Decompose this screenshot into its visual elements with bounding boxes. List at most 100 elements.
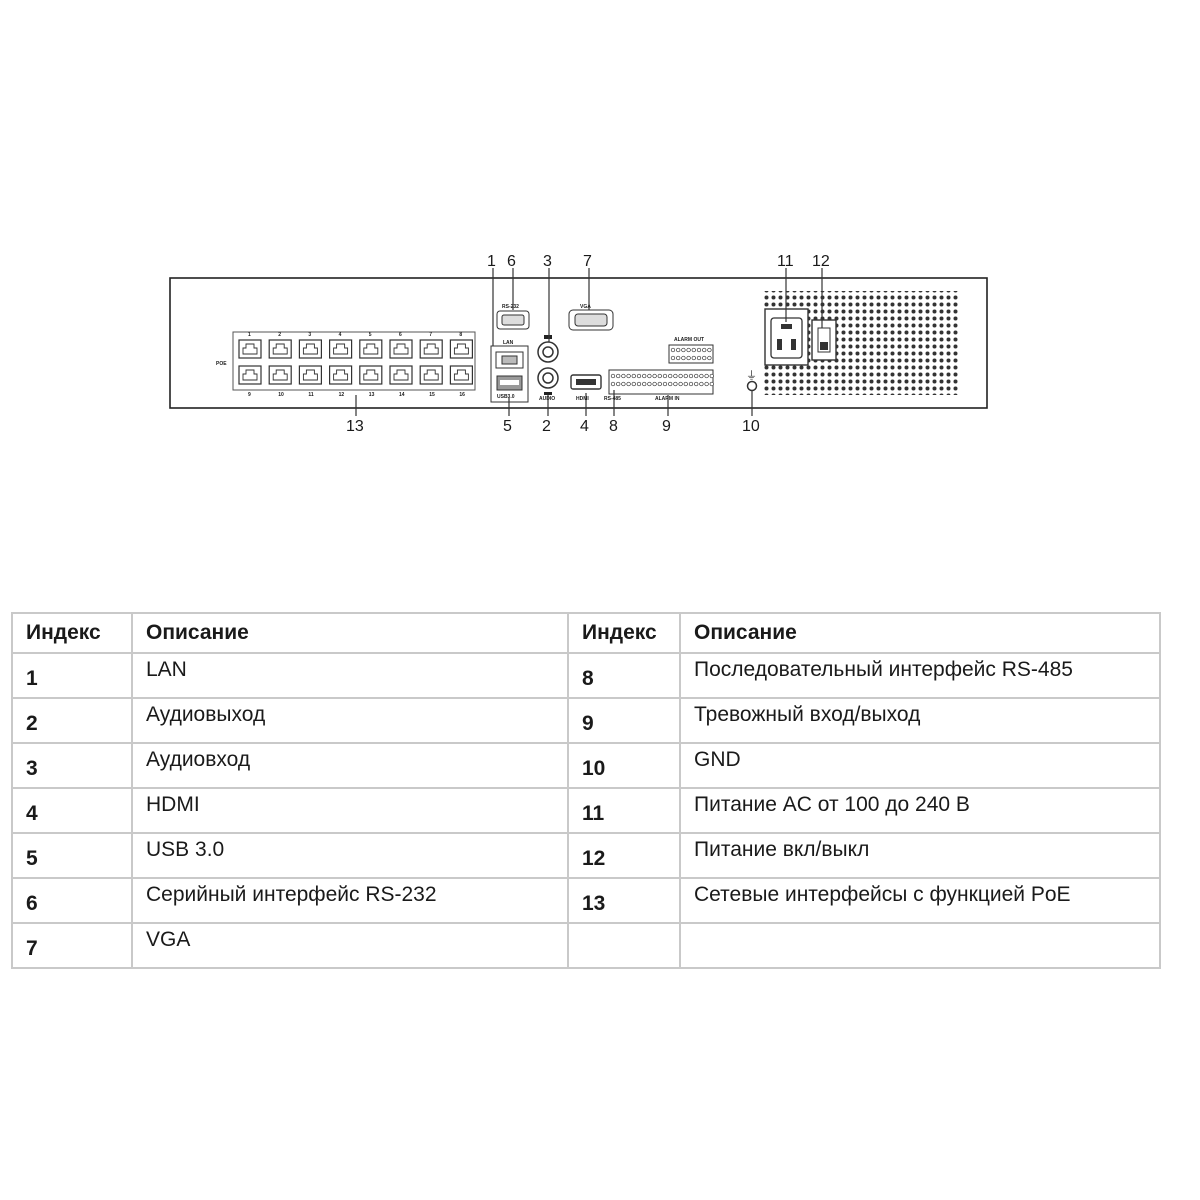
- terminal-pin: [610, 381, 616, 387]
- poe-port[interactable]: [329, 339, 353, 359]
- terminal-pin: [647, 373, 652, 379]
- poe-port-number: 10: [278, 392, 284, 398]
- row-index: 9: [567, 697, 681, 744]
- row-index: 5: [11, 832, 133, 879]
- usb-port[interactable]: USB3.0: [496, 375, 523, 400]
- terminal-pin: [704, 381, 709, 387]
- terminal-pin: [631, 373, 636, 379]
- callout-7: 7: [583, 253, 592, 270]
- hdmi-port[interactable]: HDMI: [570, 374, 602, 402]
- poe-port[interactable]: [359, 339, 383, 359]
- row-description: [679, 922, 1161, 969]
- terminal-pin: [709, 373, 714, 379]
- header-index-2: Индекс: [567, 612, 681, 654]
- terminal-pin: [657, 373, 662, 379]
- row-index: 10: [567, 742, 681, 789]
- poe-port[interactable]: [268, 365, 292, 385]
- poe-port[interactable]: [419, 365, 443, 385]
- row-index: 11: [567, 787, 681, 834]
- poe-port[interactable]: [449, 339, 473, 359]
- row-description: Сетевые интерфейсы с функцией PoE: [679, 877, 1161, 924]
- terminal-pin: [681, 347, 686, 353]
- terminal-pin: [694, 381, 699, 387]
- poe-port-number: 4: [339, 332, 342, 338]
- terminal-pin: [662, 373, 668, 379]
- poe-port-number: 1: [248, 332, 251, 338]
- lan-port[interactable]: LAN: [490, 340, 529, 403]
- row-description: LAN: [131, 652, 569, 699]
- poe-port[interactable]: [298, 339, 322, 359]
- terminal-pin: [631, 381, 636, 387]
- poe-port[interactable]: [389, 365, 413, 385]
- alarm-terminal-block[interactable]: ALARM OUT RS-485 ALARM IN: [604, 337, 714, 402]
- terminal-pin: [676, 355, 681, 361]
- audio-out-jack[interactable]: AUDIO: [537, 367, 559, 402]
- callout-13: 13: [346, 418, 364, 435]
- vga-label: VGA: [580, 304, 591, 310]
- poe-port-number: 12: [339, 392, 345, 398]
- poe-port[interactable]: [298, 365, 322, 385]
- ground-icon: ⏚: [746, 369, 757, 382]
- poe-port[interactable]: [238, 365, 262, 385]
- callout-3: 3: [543, 253, 552, 270]
- poe-port[interactable]: [449, 365, 473, 385]
- terminal-pin: [686, 347, 691, 353]
- terminal-pin: [678, 381, 683, 387]
- header-description-2: Описание: [679, 612, 1161, 654]
- audio-label: AUDIO: [539, 396, 555, 402]
- poe-port-number: 15: [429, 392, 435, 398]
- rs485-label: RS-485: [604, 396, 621, 402]
- hdmi-label: HDMI: [576, 396, 589, 402]
- terminal-pin: [699, 381, 704, 387]
- terminal-pin: [694, 373, 699, 379]
- terminal-pin: [683, 373, 688, 379]
- callout-1: 1: [487, 253, 496, 270]
- audio-in-jack[interactable]: [537, 335, 559, 363]
- terminal-pin: [681, 355, 686, 361]
- row-index: 1: [11, 652, 133, 699]
- poe-port[interactable]: [359, 365, 383, 385]
- terminal-pin: [621, 373, 626, 379]
- callout-2: 2: [542, 418, 551, 435]
- poe-port-number: 14: [399, 392, 405, 398]
- row-description: VGA: [131, 922, 569, 969]
- row-index: 3: [11, 742, 133, 789]
- terminal-pin: [686, 355, 691, 361]
- poe-port[interactable]: [268, 339, 292, 359]
- row-index: 7: [11, 922, 133, 969]
- vga-port[interactable]: VGA: [568, 304, 614, 331]
- alarm-out-label: ALARM OUT: [674, 337, 704, 343]
- terminal-pin: [657, 381, 662, 387]
- poe-port-number: 9: [248, 392, 251, 398]
- ground-terminal[interactable]: ⏚: [746, 369, 758, 392]
- row-description: Тревожный вход/выход: [679, 697, 1161, 744]
- terminal-pin: [702, 347, 707, 353]
- terminal-pin: [642, 381, 647, 387]
- row-description: Аудиовыход: [131, 697, 569, 744]
- lan-label: LAN: [503, 340, 514, 346]
- terminal-pin: [688, 381, 694, 387]
- callout-9: 9: [662, 418, 671, 435]
- poe-port[interactable]: [329, 365, 353, 385]
- row-description: Аудиовход: [131, 742, 569, 789]
- poe-port[interactable]: [419, 339, 443, 359]
- row-description: HDMI: [131, 787, 569, 834]
- terminal-pin: [704, 373, 709, 379]
- rs232-port[interactable]: RS-232: [496, 304, 530, 330]
- poe-port[interactable]: [389, 339, 413, 359]
- terminal-pin: [662, 381, 668, 387]
- terminal-pin: [636, 373, 642, 379]
- poe-port-number: 16: [459, 392, 465, 398]
- terminal-pin: [696, 355, 702, 361]
- callout-6: 6: [507, 253, 516, 270]
- terminal-pin: [696, 347, 702, 353]
- row-index: 4: [11, 787, 133, 834]
- terminal-pin: [683, 381, 688, 387]
- poe-port[interactable]: [238, 339, 262, 359]
